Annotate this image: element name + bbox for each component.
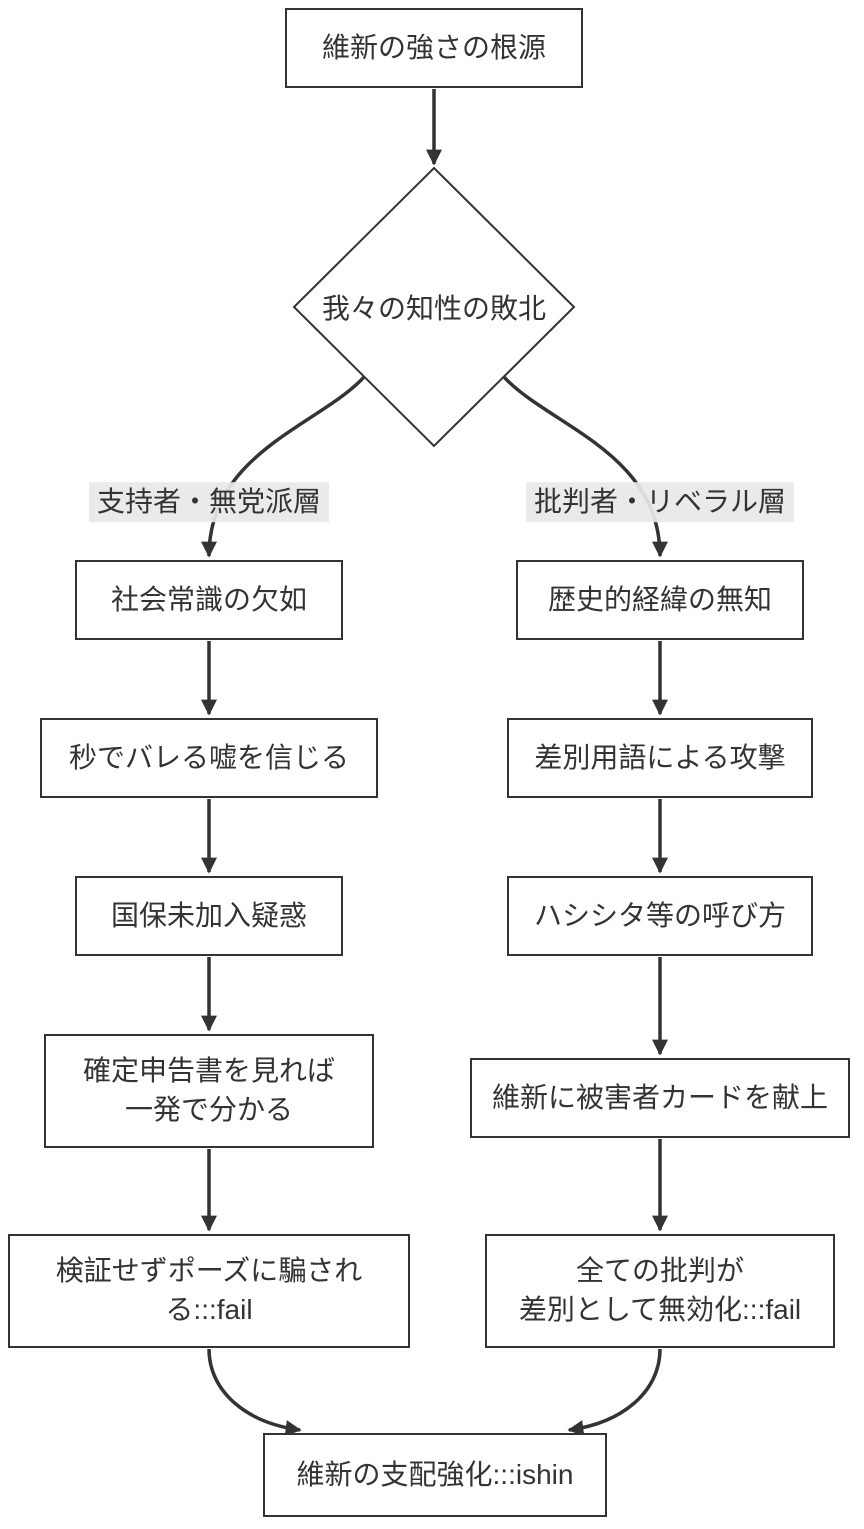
node-right-3: ハシシタ等の呼び方	[507, 876, 813, 956]
node-sink: 維新の支配強化:::ishin	[263, 1433, 607, 1517]
node-right-2: 差別用語による攻撃	[507, 718, 813, 798]
node-right-4: 維新に被害者カードを献上	[470, 1058, 850, 1138]
node-left-4: 確定申告書を見れば 一発で分かる	[44, 1034, 374, 1148]
node-left-5: 検証せずポーズに騙され る:::fail	[8, 1234, 410, 1348]
edge-left-sink	[207, 1348, 302, 1437]
edge-label-left-branch: 支持者・無党派層	[88, 482, 330, 522]
node-right-1: 歴史的経緯の無知	[516, 560, 804, 640]
node-left-2: 秒でバレる嘘を信じる	[40, 718, 378, 798]
edge-right-sink	[567, 1348, 662, 1437]
node-left-1: 社会常識の欠如	[75, 560, 343, 640]
edge-decision-right	[502, 375, 668, 558]
node-left-3: 国保未加入疑惑	[75, 876, 343, 956]
decision-diamond-shape	[292, 166, 576, 448]
node-right-5: 全ての批判が 差別として無効化:::fail	[485, 1234, 835, 1348]
node-decision-label: 我々の知性の敗北	[321, 293, 546, 324]
node-root: 維新の強さの根源	[285, 8, 583, 88]
edge-decision-left	[201, 375, 366, 558]
edge-label-right-branch: 批判者・リベラル層	[525, 482, 795, 522]
